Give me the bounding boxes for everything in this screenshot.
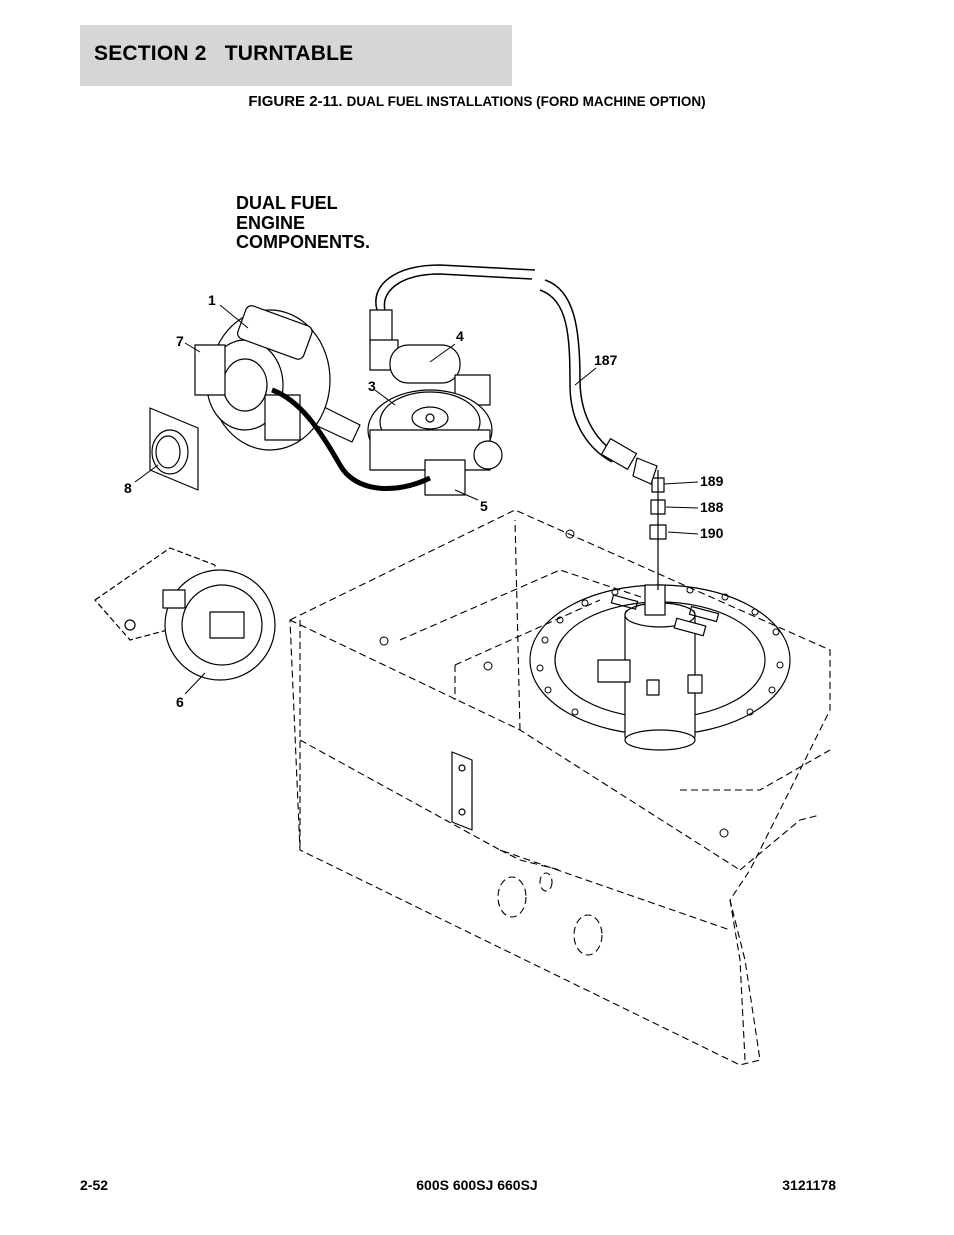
lockoff-valve [369,339,491,406]
fittings-stack [649,470,667,590]
vapor-hose [271,387,432,491]
section-header: SECTION 2 TURNTABLE [80,25,512,86]
figure-number: FIGURE 2-11. [248,93,343,110]
callout-label: 188 [700,499,724,515]
leader-lines [134,304,699,695]
bearing-ring [379,529,791,838]
diagram-title-line: DUAL FUEL [236,193,338,213]
mounting-bracket [451,751,473,831]
regulator [299,389,503,496]
callout-label: 189 [700,473,724,489]
page-number: 2-52 [80,1177,109,1193]
callout-label: 5 [480,498,488,514]
callout-label: 3 [368,378,376,394]
turntable-frame [289,509,831,1066]
mixer-assembly [194,305,331,451]
model-list: 600S 600SJ 660SJ [416,1177,538,1193]
rotary-coupling [597,584,720,751]
converter-assembly [94,547,276,681]
callout-label: 190 [700,525,724,541]
section-title: SECTION 2 TURNTABLE [94,42,354,65]
callout-label: 187 [594,352,618,368]
figure-title: DUAL FUEL INSTALLATIONS (FORD MACHINE OP… [346,94,706,109]
callout-label: 1 [208,292,216,308]
adapter-plate [149,407,199,491]
document-number: 3121178 [782,1177,836,1193]
diagram-title-line: COMPONENTS. [236,232,371,252]
diagram-title-line: ENGINE [236,212,306,233]
callout-label: 4 [456,328,464,344]
callout-label: 7 [176,333,184,349]
fuel-hose-187 [369,264,658,485]
callout-label: 8 [124,480,132,496]
figure-caption: FIGURE 2-11. DUAL FUEL INSTALLATIONS (FO… [0,93,954,110]
callout-label: 6 [176,694,184,710]
diagram-title: DUAL FUEL ENGINE COMPONENTS. [236,193,371,253]
